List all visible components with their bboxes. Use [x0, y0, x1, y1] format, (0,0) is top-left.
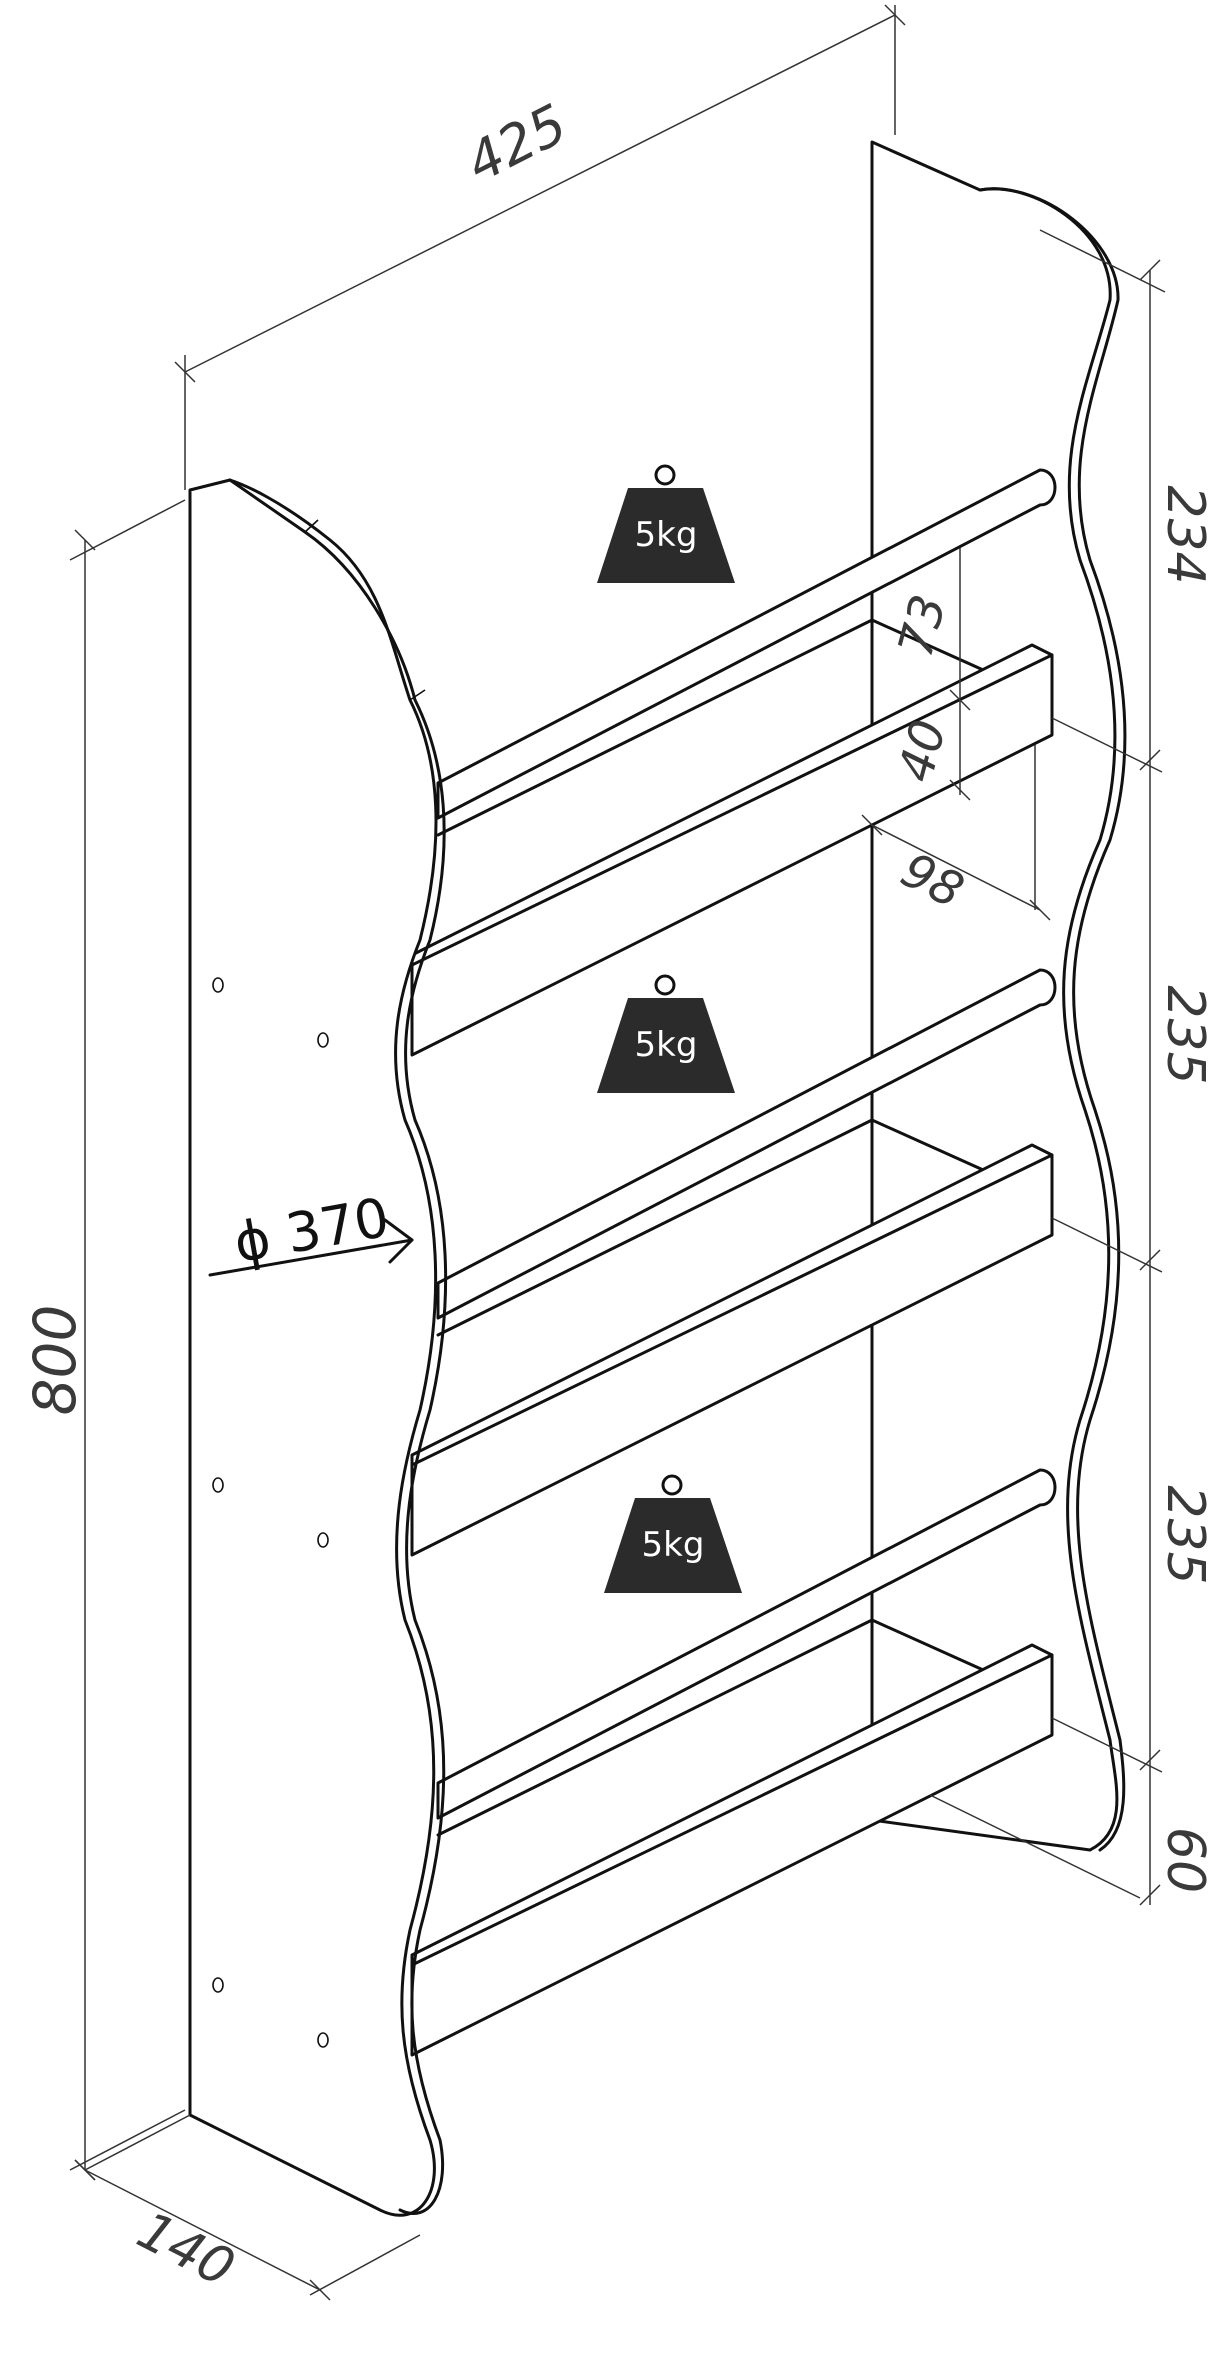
top-shelf — [410, 468, 1057, 1057]
top-spacing-label: 234 — [1155, 485, 1215, 584]
weight-label-middle: 5kg — [635, 1025, 698, 1065]
bottom-shelf — [410, 1468, 1057, 2057]
middle-shelf — [410, 968, 1057, 1557]
weight-label-bottom: 5kg — [642, 1525, 705, 1565]
weight-icon-middle: 5kg — [597, 974, 735, 1093]
front-side-panel — [188, 478, 448, 2217]
vertical-spacing-dimensions: 234 235 235 60 — [929, 229, 1215, 1906]
height-dimension: 800 — [21, 499, 186, 2181]
lower-spacing-label: 235 — [1155, 1485, 1215, 1584]
mid-spacing-label: 235 — [1155, 985, 1215, 1084]
height-label: 800 — [21, 1305, 89, 1416]
weight-icon-top: 5kg — [597, 464, 735, 583]
depth-label: 140 — [128, 2201, 244, 2300]
weight-icon-bottom: 5kg — [604, 1474, 742, 1593]
width-dimension: 425 — [174, 4, 906, 490]
width-label: 425 — [456, 92, 576, 195]
bottom-spacing-label: 60 — [1155, 1827, 1215, 1893]
weight-label-top: 5kg — [635, 515, 698, 555]
